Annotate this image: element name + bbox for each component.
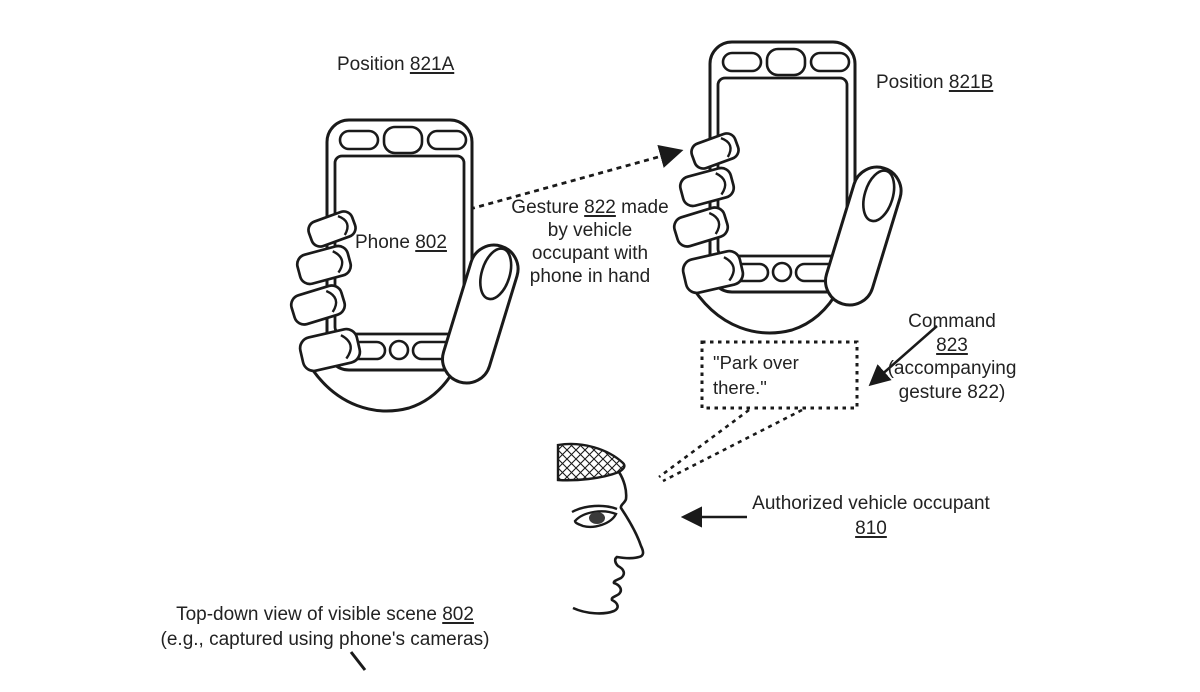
label-scene-802: Top-down view of visible scene 802 (e.g.… bbox=[150, 602, 500, 652]
scene-line-2: (e.g., captured using phone's cameras) bbox=[160, 629, 490, 650]
command-line-2: 823 bbox=[877, 334, 1027, 358]
phone-821b-drawing bbox=[670, 40, 909, 335]
eye-iris bbox=[589, 512, 605, 524]
occupant-line-1: Authorized vehicle occupant bbox=[752, 493, 990, 514]
label-occupant-810: Authorized vehicle occupant 810 bbox=[750, 492, 992, 541]
label-position-821a: Position 821A bbox=[337, 54, 455, 75]
ref-scene-802: 802 bbox=[442, 604, 474, 625]
hair-crosshatch bbox=[556, 442, 626, 482]
occupant-line-2: 810 bbox=[750, 517, 992, 542]
speech-line-2: there." bbox=[713, 377, 767, 398]
gesture-line-4: phone in hand bbox=[529, 266, 651, 287]
gesture-line-3: occupant with bbox=[531, 243, 649, 264]
gesture-motion-arrow bbox=[469, 144, 684, 211]
label-gesture-822: Gesture 822 made by vehicle occupant wit… bbox=[500, 196, 680, 288]
ref-821b: 821B bbox=[948, 72, 994, 93]
scene-line-1: Top-down view of visible scene 802 bbox=[176, 604, 474, 625]
command-line-3: (accompanying bbox=[887, 358, 1017, 379]
command-line-4: gesture 822) bbox=[898, 381, 1006, 403]
ref-823: 823 bbox=[936, 334, 968, 356]
gesture-line-1: Gesture 822 made bbox=[511, 197, 669, 218]
command-line-1: Command bbox=[908, 311, 996, 332]
occupant-face-drawing bbox=[556, 442, 645, 615]
eyebrow bbox=[571, 504, 618, 514]
speech-tail-line-2 bbox=[662, 408, 803, 483]
ref-802: 802 bbox=[415, 232, 447, 253]
speech-line-1: "Park over bbox=[713, 352, 799, 373]
label-command-823: Command 823 (accompanying gesture 822) bbox=[877, 310, 1027, 404]
label-phone-802: Phone 802 bbox=[355, 232, 447, 253]
speech-bubble-text: "Park over there." bbox=[713, 350, 799, 400]
speech-tail-line-1 bbox=[658, 408, 750, 479]
command-arrow bbox=[868, 325, 938, 387]
label-position-821b: Position 821B bbox=[876, 72, 994, 93]
face-profile bbox=[572, 471, 645, 615]
gesture-line-2: by vehicle bbox=[547, 220, 633, 241]
speech-bubble-border bbox=[700, 340, 859, 410]
phone-821a-drawing bbox=[287, 118, 526, 413]
scene-leader-line bbox=[349, 651, 367, 671]
ref-821a: 821A bbox=[409, 54, 455, 75]
ref-822: 822 bbox=[584, 197, 616, 218]
ref-810: 810 bbox=[855, 517, 887, 539]
